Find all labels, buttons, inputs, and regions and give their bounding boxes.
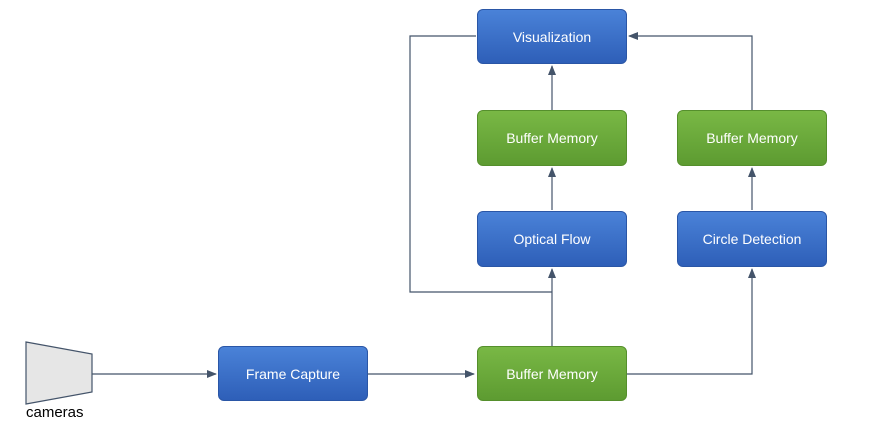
frame-capture-node[interactable]: Frame Capture <box>218 346 368 401</box>
camera-label: cameras <box>26 404 84 421</box>
visualization-node[interactable]: Visualization <box>477 9 627 64</box>
optical-flow-node[interactable]: Optical Flow <box>477 211 627 267</box>
buffer-memory-bottom-node[interactable]: Buffer Memory <box>477 346 627 401</box>
camera-icon <box>25 341 93 405</box>
buffer-memory-left-node[interactable]: Buffer Memory <box>477 110 627 166</box>
arrow-buffer-to-circle-detection <box>627 268 756 375</box>
circle-detection-node[interactable]: Circle Detection <box>677 211 827 267</box>
arrow-right-buffer-to-visualization <box>628 32 753 110</box>
buffer-memory-right-node[interactable]: Buffer Memory <box>677 110 827 166</box>
bypass-line-to-visualization <box>409 35 552 293</box>
